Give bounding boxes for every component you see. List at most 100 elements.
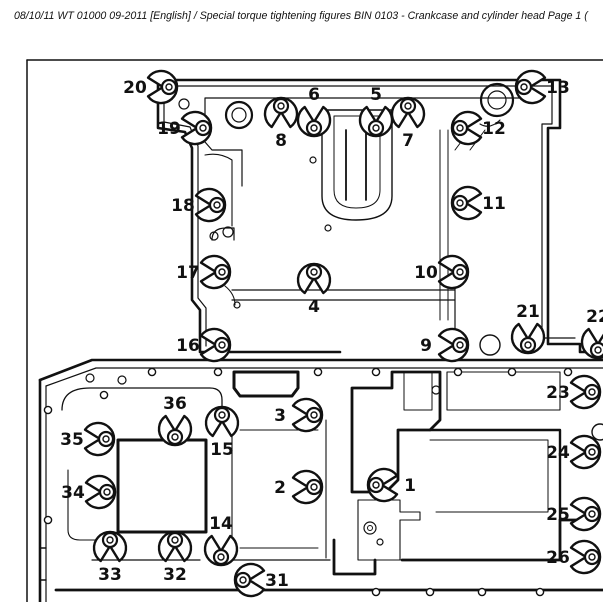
callout-number: 35 <box>60 430 84 450</box>
bolt-center-icon <box>239 576 247 584</box>
callout-number: 12 <box>482 119 506 139</box>
callout-17: 17 <box>176 254 232 290</box>
bolt-hole-icon <box>147 367 157 377</box>
callout-number: 31 <box>265 571 289 591</box>
bolt-center-icon <box>165 83 173 91</box>
page-header: 08/10/11 WT 01000 09-2011 [English] / Sp… <box>14 10 588 22</box>
callout-number: 24 <box>546 443 570 463</box>
callout-number: 22 <box>586 307 603 327</box>
bolt-center-icon <box>372 124 380 132</box>
bolt-center-icon <box>102 435 110 443</box>
bolt-center-icon <box>310 124 318 132</box>
bolt-center-icon <box>588 448 596 456</box>
callout-number: 33 <box>98 565 122 585</box>
callout-number: 4 <box>308 297 320 317</box>
bolt-center-icon <box>456 341 464 349</box>
bolt-center-icon <box>588 553 596 561</box>
bolt-hole-icon <box>425 587 435 597</box>
callout-4: 4 <box>296 262 332 317</box>
bolt-center-icon <box>404 102 412 110</box>
callout-number: 23 <box>546 383 570 403</box>
bolt-center-icon <box>218 268 226 276</box>
callout-12: 12 <box>450 110 506 146</box>
bolt-center-icon <box>456 199 464 207</box>
callout-13: 13 <box>514 69 570 105</box>
callout-number: 32 <box>163 565 187 585</box>
callout-32: 32 <box>157 530 193 585</box>
bolt-center-icon <box>106 536 114 544</box>
callout-number: 7 <box>402 131 414 151</box>
callout-number: 1 <box>404 476 416 496</box>
bolt-center-icon <box>310 268 318 276</box>
callout-number: 14 <box>209 514 233 534</box>
callout-33: 33 <box>92 530 128 585</box>
bolt-center-icon <box>456 124 464 132</box>
callout-16: 16 <box>176 327 232 363</box>
callout-number: 2 <box>274 478 286 498</box>
callout-number: 3 <box>274 406 286 426</box>
callout-number: 17 <box>176 263 200 283</box>
bolt-hole-icon <box>477 587 487 597</box>
callout-35: 35 <box>60 421 116 457</box>
callout-6: 6 <box>296 85 332 138</box>
bolt-center-icon <box>520 83 528 91</box>
callout-number: 5 <box>370 85 382 105</box>
callout-number: 11 <box>482 194 506 214</box>
callout-7: 7 <box>390 96 426 151</box>
bolt-center-icon <box>588 388 596 396</box>
callout-number: 20 <box>123 78 147 98</box>
callout-number: 16 <box>176 336 200 356</box>
bolt-hole-icon <box>43 515 53 525</box>
callout-31: 31 <box>233 562 289 598</box>
callout-14: 14 <box>203 514 239 567</box>
bolt-center-icon <box>372 481 380 489</box>
callout-34: 34 <box>61 474 117 510</box>
callout-22: 22 <box>580 307 603 360</box>
bolt-hole-icon <box>563 367 573 377</box>
callout-number: 18 <box>171 196 195 216</box>
callout-number: 6 <box>308 85 320 105</box>
bolt-hole-perimeter-group <box>43 367 573 597</box>
callout-23: 23 <box>546 374 602 410</box>
bolt-center-icon <box>213 201 221 209</box>
callout-5: 5 <box>358 85 394 138</box>
callout-number: 9 <box>420 336 432 356</box>
callout-20: 20 <box>123 69 179 105</box>
callout-10: 10 <box>414 254 470 290</box>
bolt-hole-icon <box>507 367 517 377</box>
callout-24: 24 <box>546 434 602 470</box>
callout-36: 36 <box>157 394 193 447</box>
bolt-center-icon <box>277 102 285 110</box>
callout-number: 10 <box>414 263 438 283</box>
bolt-center-icon <box>524 341 532 349</box>
bolt-hole-icon <box>371 367 381 377</box>
callout-number: 26 <box>546 548 570 568</box>
callout-11: 11 <box>450 185 506 221</box>
bolt-hole-icon <box>43 405 53 415</box>
bolt-center-icon <box>310 411 318 419</box>
bolt-center-icon <box>218 341 226 349</box>
callout-21: 21 <box>510 302 546 355</box>
bolt-center-icon <box>310 483 318 491</box>
bolt-hole-icon <box>213 367 223 377</box>
bolt-hole-icon <box>371 587 381 597</box>
bolt-center-icon <box>217 553 225 561</box>
callout-number: 36 <box>163 394 187 414</box>
callout-number: 25 <box>546 505 570 525</box>
callout-1: 1 <box>366 467 416 503</box>
callout-9: 9 <box>420 327 470 363</box>
callout-number: 21 <box>516 302 540 322</box>
callout-19: 19 <box>157 110 213 146</box>
bolt-center-icon <box>103 488 111 496</box>
callout-2: 2 <box>274 469 324 505</box>
callout-number: 13 <box>546 78 570 98</box>
callout-26: 26 <box>546 539 602 575</box>
callout-15: 15 <box>204 405 240 460</box>
callout-number: 15 <box>210 440 234 460</box>
callout-number: 34 <box>61 483 85 503</box>
callout-18: 18 <box>171 187 227 223</box>
bolt-hole-icon <box>535 587 545 597</box>
callout-layer: 1234567891011121314151617181920212223242… <box>60 69 603 598</box>
bolt-center-icon <box>218 411 226 419</box>
